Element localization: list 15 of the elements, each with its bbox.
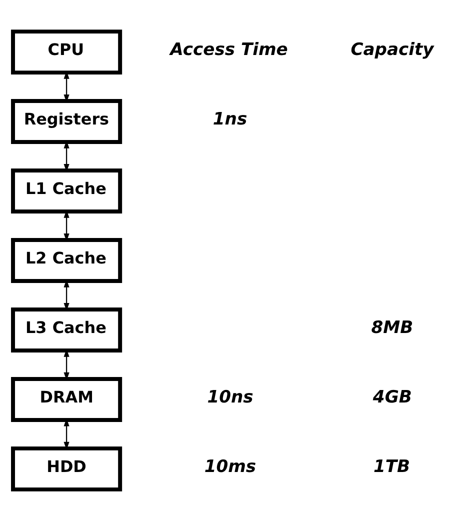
label: 1ns [212, 109, 248, 130]
node-box: L2 Cache [11, 238, 122, 283]
node-box: HDD [11, 446, 122, 492]
label: Access Time [170, 40, 288, 60]
label: 1TB [374, 456, 410, 477]
label: 4GB [372, 387, 412, 408]
node-box: CPU [11, 30, 122, 75]
node-box: DRAM [11, 376, 122, 422]
label: 10ms [204, 456, 256, 477]
node-box: L1 Cache [11, 168, 122, 214]
label: 10ns [207, 387, 254, 408]
label: Capacity [350, 40, 434, 60]
node-box: Registers [11, 99, 122, 144]
node-box: L3 Cache [11, 307, 122, 352]
label: 8MB [371, 318, 414, 338]
